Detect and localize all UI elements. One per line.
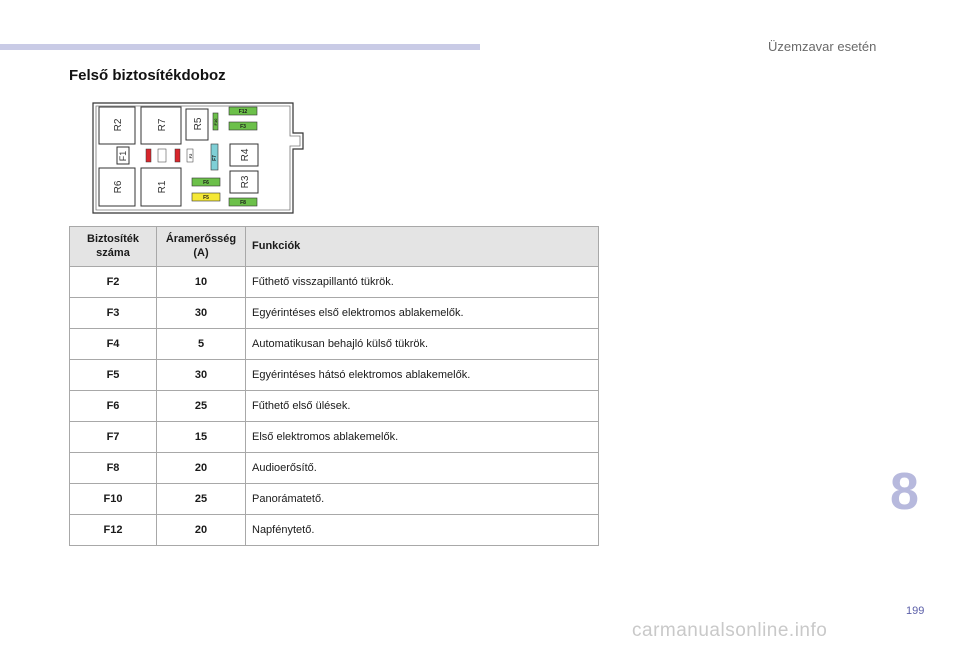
- fuse-f1-label: F1: [118, 151, 128, 162]
- header-current: Áramerősség (A): [156, 226, 246, 267]
- watermark: carmanualsonline.info: [632, 620, 828, 641]
- fuse-f10-label: F10: [213, 118, 218, 126]
- function-cell: Audioerősítő.: [245, 452, 599, 484]
- relay-r1-label: R1: [157, 180, 168, 193]
- fuse-cell: F5: [69, 359, 157, 391]
- fuse-f8: [228, 197, 258, 207]
- fuse-f2: [186, 148, 194, 163]
- fuse-cell: F3: [69, 297, 157, 329]
- amps-cell: 15: [156, 421, 246, 453]
- relay-r4: [229, 143, 259, 167]
- top-accent-bar: [0, 44, 480, 50]
- section-title: Felső biztosítékdoboz: [69, 67, 226, 84]
- fuse-f6-label: F6: [203, 180, 209, 186]
- relay-r2-label: R2: [113, 118, 124, 131]
- amps-cell: 25: [156, 483, 246, 515]
- relay-r7: [140, 106, 182, 145]
- fuse-cell: F6: [69, 390, 157, 422]
- relay-r7-label: R7: [157, 118, 168, 131]
- fuse-cell: F8: [69, 452, 157, 484]
- function-cell: Fűthető első ülések.: [245, 390, 599, 422]
- relay-r3: [229, 170, 259, 194]
- table-row: F7 15 Első elektromos ablakemelők.: [69, 421, 599, 453]
- fuse-f12-label: F12: [239, 109, 248, 115]
- function-cell: Panorámatető.: [245, 483, 599, 515]
- table-row: F2 10 Fűthető visszapillantó tükrök.: [69, 266, 599, 298]
- table-row: F6 25 Fűthető első ülések.: [69, 390, 599, 422]
- table-row: F5 30 Egyérintéses hátsó elektromos abla…: [69, 359, 599, 391]
- fuse-f6: [191, 177, 221, 187]
- fuse-f10: [212, 112, 219, 131]
- amps-cell: 5: [156, 328, 246, 360]
- fuse-f5-label: F5: [203, 195, 209, 201]
- fuse-f3-label: F3: [240, 124, 246, 130]
- amps-cell: 10: [156, 266, 246, 298]
- function-cell: Egyérintéses első elektromos ablakemelők…: [245, 297, 599, 329]
- function-cell: Első elektromos ablakemelők.: [245, 421, 599, 453]
- table-row: F3 30 Egyérintéses első elektromos ablak…: [69, 297, 599, 329]
- fuse-cell: F7: [69, 421, 157, 453]
- chapter-title: Üzemzavar esetén: [768, 39, 877, 54]
- function-cell: Fűthető visszapillantó tükrök.: [245, 266, 599, 298]
- relay-r4-label: R4: [240, 148, 251, 161]
- fuse-table: Biztosíték száma Áramerősség (A) Funkció…: [69, 226, 599, 546]
- function-cell: Napfénytető.: [245, 514, 599, 546]
- fuse-f1: [116, 146, 130, 165]
- function-cell: Automatikusan behajló külső tükrök.: [245, 328, 599, 360]
- table-header-row: Biztosíték száma Áramerősség (A) Funkció…: [69, 226, 599, 267]
- fuse-cell: F10: [69, 483, 157, 515]
- amps-cell: 30: [156, 297, 246, 329]
- table-row: F8 20 Audioerősítő.: [69, 452, 599, 484]
- fuse-f12: [228, 106, 258, 116]
- fuse-cell: F4: [69, 328, 157, 360]
- relay-r3-label: R3: [240, 175, 251, 188]
- page-number: 199: [906, 605, 925, 617]
- amps-cell: 20: [156, 452, 246, 484]
- relay-r2: [98, 106, 136, 145]
- relay-r6: [98, 167, 136, 207]
- fuse-cell: F12: [69, 514, 157, 546]
- fuse-f2-label: F2: [188, 153, 193, 158]
- amps-cell: 25: [156, 390, 246, 422]
- table-row: F12 20 Napfénytető.: [69, 514, 599, 546]
- amps-cell: 20: [156, 514, 246, 546]
- fuse-f5: [191, 192, 221, 202]
- fuse-f7-label: F7: [212, 155, 218, 161]
- table-row: F10 25 Panorámatető.: [69, 483, 599, 515]
- fuse-box-diagram: R2 R7 R5 R4 R6 R1 R3 F1 F12 F3 F10 F7 F2…: [92, 102, 304, 214]
- fuse-cell: F2: [69, 266, 157, 298]
- fuse-f8-label: F8: [240, 200, 246, 206]
- fuse-f3: [228, 121, 258, 131]
- chapter-tab-number: 8: [890, 463, 919, 521]
- relay-r5-label: R5: [193, 117, 204, 130]
- header-functions: Funkciók: [245, 226, 599, 267]
- relay-r6-label: R6: [113, 180, 124, 193]
- relay-r5: [185, 108, 209, 141]
- table-row: F4 5 Automatikusan behajló külső tükrök.: [69, 328, 599, 360]
- fuse-f7: [210, 143, 219, 171]
- relay-r1: [140, 167, 182, 207]
- function-cell: Egyérintéses hátsó elektromos ablakemelő…: [245, 359, 599, 391]
- header-fuse-number: Biztosíték száma: [69, 226, 157, 267]
- amps-cell: 30: [156, 359, 246, 391]
